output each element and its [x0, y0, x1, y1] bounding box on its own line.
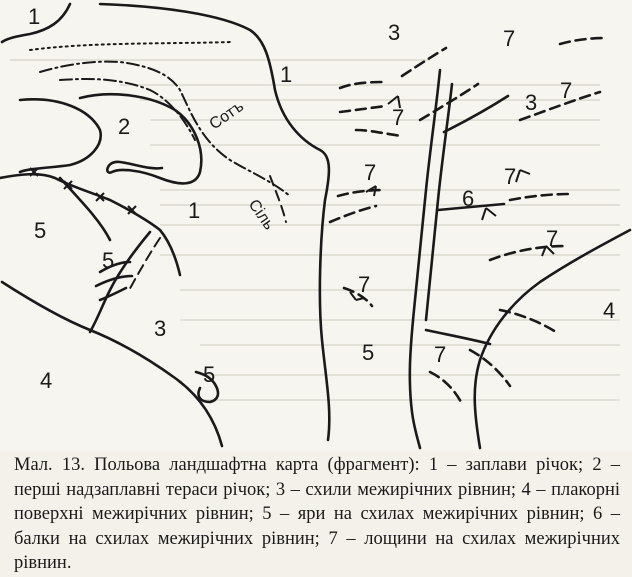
label-zone-5-mid: 5 — [102, 248, 114, 273]
slope-boundary-left — [58, 176, 112, 242]
landscape-map: 1 1 1 2 3 3 3 4 4 5 5 5 5 6 7 7 7 7 7 7 … — [0, 2, 632, 450]
map-drawing: 1 1 1 2 3 3 3 4 4 5 5 5 5 6 7 7 7 7 7 7 … — [0, 2, 632, 450]
river-dash-center — [269, 175, 287, 223]
label-zone-7-a: 7 — [503, 26, 515, 51]
plateau-boundary-left — [0, 280, 224, 448]
terrace-loop — [78, 92, 203, 185]
floodplain-edge-top — [98, 2, 331, 442]
hollow-line-e — [328, 204, 378, 224]
label-zone-5-left: 5 — [34, 218, 46, 243]
label-zone-1-top: 1 — [28, 4, 40, 29]
hollow-right-g — [558, 36, 608, 46]
hollow-line-b — [338, 104, 388, 114]
label-zone-7-b: 7 — [560, 78, 572, 103]
hollow-line-f — [342, 286, 374, 308]
hollow-line-g — [400, 46, 448, 78]
balka-branch-c — [424, 328, 492, 346]
balka-trunk — [408, 68, 442, 450]
boundary-crosses — [29, 167, 137, 215]
hollow-right-d — [498, 308, 558, 334]
river-label-sil: Сіль — [245, 197, 278, 234]
ravine-left-a — [88, 230, 152, 334]
ravine-bottom — [194, 370, 220, 404]
label-zone-1-center: 1 — [280, 62, 292, 87]
hollow-line-d — [336, 188, 386, 198]
balka-branch-b — [442, 94, 510, 134]
river-sot — [39, 60, 291, 197]
arrow-markers — [349, 95, 555, 301]
slope-boundary-right — [473, 228, 632, 450]
label-zone-1-mid: 1 — [188, 198, 200, 223]
label-zone-2: 2 — [118, 114, 130, 139]
hollow-right-f — [428, 370, 464, 406]
terrace-outline-left — [18, 98, 102, 174]
hollow-line-a — [338, 80, 384, 90]
hollow-right-c — [488, 244, 568, 262]
label-zone-4-left: 4 — [40, 368, 52, 393]
label-zone-3-right: 3 — [525, 90, 537, 115]
label-zone-5-lower: 5 — [362, 340, 374, 365]
hollow-line-c — [354, 128, 404, 138]
terrace-boundary-top — [29, 41, 231, 51]
balka-branch-a — [436, 202, 506, 212]
river-label-sot: Сотъ — [207, 98, 247, 133]
hollow-right-a — [518, 90, 602, 122]
hollow-right-b — [508, 192, 572, 202]
label-zone-7-h: 7 — [434, 342, 446, 367]
balka-trunk-bank — [424, 82, 454, 322]
label-zone-3-bottom: 3 — [154, 316, 166, 341]
label-zone-4-right: 4 — [603, 298, 615, 323]
ravine-left-b — [127, 237, 161, 293]
floodplain-boundary-top — [0, 2, 72, 44]
label-zone-6: 6 — [462, 186, 474, 211]
label-zone-7-e: 7 — [504, 164, 516, 189]
ravine-mid-b — [94, 274, 134, 288]
label-zone-5-bottom: 5 — [203, 362, 215, 387]
label-zone-3-top: 3 — [388, 20, 400, 45]
ravine-mid-a — [98, 260, 132, 274]
label-zone-7-g: 7 — [358, 272, 370, 297]
label-zone-7-d: 7 — [364, 160, 376, 185]
ravine-mid-c — [98, 286, 128, 302]
label-zone-7-f: 7 — [546, 226, 558, 251]
river-sil — [59, 78, 196, 141]
hollow-right-e — [468, 348, 512, 388]
label-zone-7-c: 7 — [392, 105, 404, 130]
floodplain-boundary-left — [0, 172, 182, 277]
figure-caption: Мал. 13. Польова ландшафтна карта (фрагм… — [14, 455, 620, 573]
